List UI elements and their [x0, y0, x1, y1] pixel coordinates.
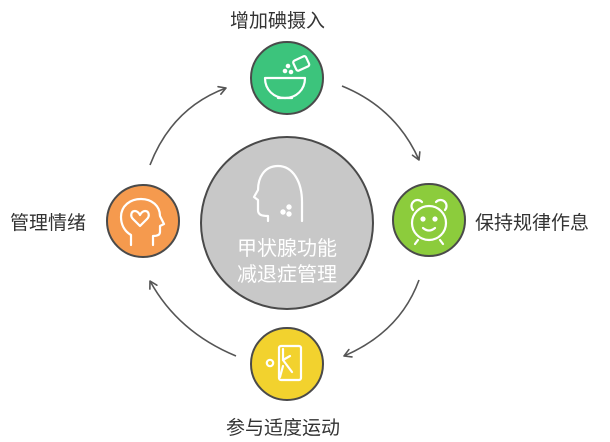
yoga-exercise-icon — [265, 344, 303, 382]
center-title-line1: 甲状腺功能 — [237, 236, 337, 260]
node-regular-routine — [392, 183, 466, 257]
arrow-right-to-bottom — [343, 279, 420, 358]
label-regular-routine: 保持规律作息 — [475, 212, 590, 234]
label-iodine-intake: 增加碘摄入 — [230, 10, 326, 32]
center-title-line2: 减退症管理 — [237, 262, 337, 286]
alarm-clock-icon — [410, 198, 448, 246]
node-iodine-intake — [250, 41, 324, 115]
arrow-top-to-right — [341, 85, 421, 161]
head-heart-icon — [119, 197, 166, 247]
center-node — [200, 136, 374, 310]
arrow-left-to-top — [149, 85, 227, 166]
head-throat-icon — [252, 164, 304, 223]
node-manage-emotions — [106, 184, 180, 258]
bowl-salt-icon — [263, 55, 311, 100]
label-manage-emotions: 管理情绪 — [10, 212, 87, 234]
node-moderate-exercise — [250, 327, 324, 401]
label-moderate-exercise: 参与适度运动 — [226, 417, 341, 439]
arrow-bottom-to-left — [149, 280, 237, 357]
